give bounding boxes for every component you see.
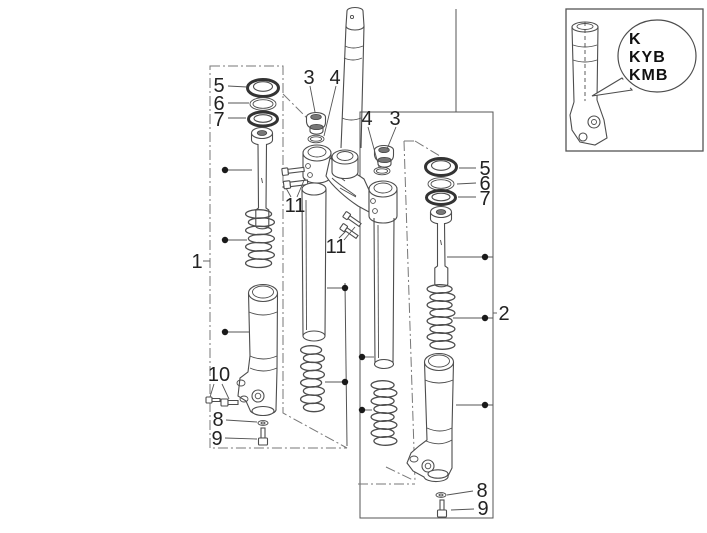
yoke-right-clamp: [368, 189, 398, 224]
callout-11-right: 11: [326, 236, 347, 258]
spring-coil: [302, 386, 326, 396]
caliper-bolts-10: [205, 396, 239, 407]
spring-coil: [426, 332, 453, 342]
callout-9-left: 9: [211, 428, 222, 450]
callout-7-left: 7: [213, 109, 224, 131]
legend-text-kyb: KYB: [629, 49, 666, 66]
callout-6-left: 6: [213, 93, 224, 115]
spring-coil: [373, 404, 398, 414]
right-rebound-spring: [426, 284, 456, 350]
spring-coil: [370, 396, 395, 406]
spring-coil: [299, 345, 323, 355]
left-damper-rod: [255, 143, 270, 230]
spring-coil: [426, 316, 453, 326]
callout-3-right: 3: [389, 108, 400, 130]
pinch-bolts-right: [339, 211, 362, 240]
spring-coil: [244, 258, 273, 269]
spring-coil: [370, 428, 395, 438]
right-inner-tube: [373, 217, 395, 370]
callout-7-right: 7: [479, 188, 490, 210]
spring-coil: [373, 420, 398, 430]
group1-center-bracket: [344, 282, 348, 447]
left-rod-cap: [250, 126, 274, 146]
right-rod-cap: [429, 205, 453, 225]
dot-leaders: [221, 166, 493, 414]
callout-5-left: 5: [213, 75, 224, 97]
spring-coil: [302, 402, 326, 413]
left-slider-tube: [236, 283, 279, 417]
left-inner-tube: [301, 182, 327, 342]
spring-coil: [244, 241, 273, 252]
lower-yoke: [302, 144, 398, 224]
left-main-spring: [299, 345, 326, 413]
callout-2: 2: [498, 303, 509, 325]
right-slider-tube: [406, 352, 455, 483]
left-bolt-9: [257, 427, 269, 446]
spring-coil: [299, 361, 323, 372]
callout-8-right: 8: [476, 480, 487, 502]
spring-coil: [247, 250, 276, 260]
legend-text-kmb: KMB: [629, 67, 668, 84]
right-bearing-cup: [373, 144, 395, 168]
right-oring-6: [427, 177, 455, 191]
callout-leaders: [203, 85, 497, 511]
legend-fork-sketch: [569, 21, 608, 146]
pinch-bolts-left: [281, 166, 309, 190]
left-snap-ring-7: [247, 110, 279, 128]
spring-coil: [247, 233, 276, 244]
callout-9-right: 9: [477, 498, 488, 520]
spring-coil: [429, 324, 456, 334]
callout-8-left: 8: [212, 409, 223, 431]
callout-10: 10: [208, 364, 230, 386]
right-dust-seal-5: [424, 157, 458, 177]
spring-coil: [373, 388, 398, 398]
callout-6-right: 6: [479, 173, 490, 195]
callout-3-left: 3: [303, 67, 314, 89]
spring-coil: [299, 394, 323, 405]
right-snap-ring-7: [425, 189, 457, 206]
spring-coil: [302, 353, 326, 364]
callout-11-left: 11: [285, 195, 306, 217]
spring-coil: [370, 380, 395, 390]
left-rebound-spring: [244, 209, 276, 269]
callout-5-right: 5: [479, 158, 490, 180]
spring-coil: [429, 308, 456, 318]
legend-speech-bubble: [591, 19, 697, 97]
right-main-spring: [370, 380, 398, 446]
legend-text-k: K: [629, 31, 642, 48]
spring-coil: [429, 340, 456, 350]
spring-coil: [370, 412, 395, 422]
left-bearing-cup: [305, 111, 327, 135]
right-damper-rod: [434, 222, 449, 288]
steering-stem: [340, 6, 365, 149]
spring-coil: [429, 292, 456, 302]
left-dust-seal-5: [246, 78, 280, 98]
left-oring-4: [307, 134, 325, 144]
group1-dashdot-box: [209, 65, 348, 449]
callout-labels: 5 6 7 3 4 4 3 5 6 7 1 2 11 11 10 8 9 8 9: [191, 67, 509, 520]
group2-solid-box: [359, 9, 494, 519]
spring-coil: [299, 377, 323, 388]
left-washer-8: [257, 420, 269, 426]
group2-dashdot-lines: [358, 140, 441, 485]
callout-4-right: 4: [361, 108, 372, 130]
spring-coil: [302, 369, 326, 380]
left-oring-6: [249, 97, 277, 111]
right-oring-4: [373, 166, 391, 176]
callout-4-left: 4: [329, 67, 340, 89]
spring-coil: [373, 436, 398, 446]
right-bolt-9: [436, 499, 448, 518]
spring-coil: [426, 300, 453, 310]
callout-1: 1: [191, 251, 202, 273]
legend-box: K KYB KMB: [565, 8, 704, 152]
right-washer-8: [435, 492, 447, 498]
